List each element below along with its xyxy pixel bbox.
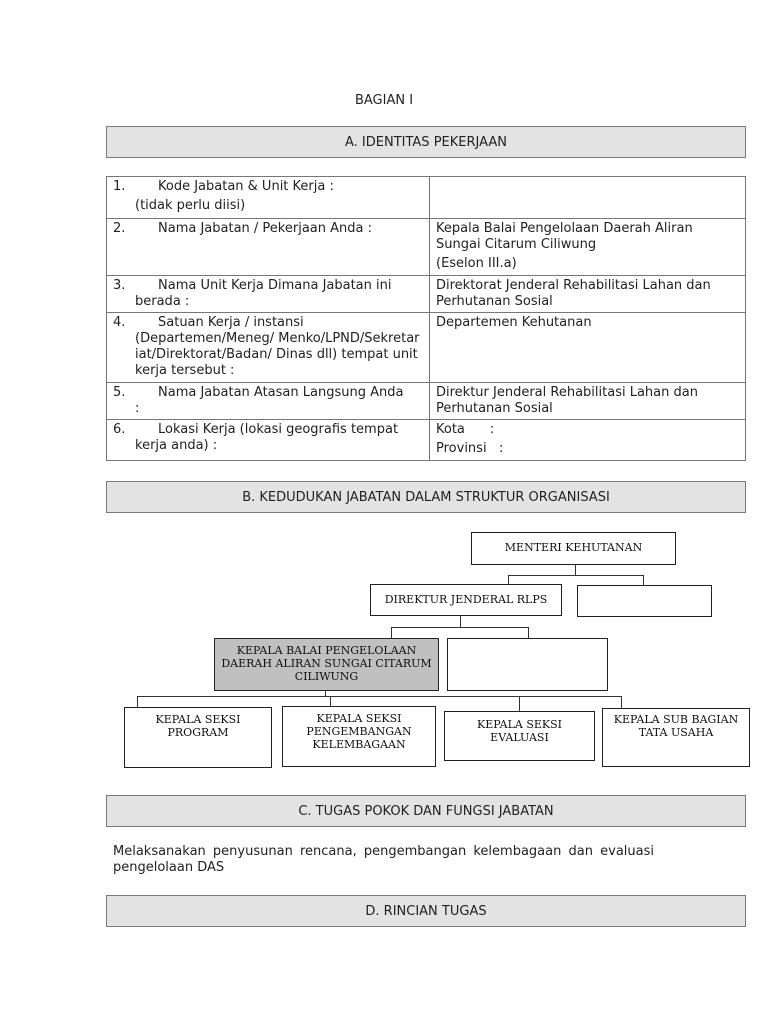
table-row: 1. Kode Jabatan & Unit Kerja : (tidak per… <box>106 176 746 219</box>
question-note: kerja anda) : <box>135 438 218 453</box>
org-box-seksi-evaluasi: KEPALA SEKSI EVALUASI <box>444 711 595 761</box>
answer-cell: Direktur Jenderal Rehabilitasi Lahan dan… <box>429 382 746 420</box>
table-row: 5. Nama Jabatan Atasan Langsung Anda : Di… <box>106 382 746 420</box>
org-box-seksi-pengembangan: KEPALA SEKSI PENGEMBANGAN KELEMBAGAAN <box>282 706 436 767</box>
section-header-tugas-pokok: C. TUGAS POKOK DAN FUNGSI JABATAN <box>106 795 746 827</box>
connector-line <box>460 616 461 627</box>
connector-line <box>137 696 138 707</box>
answer-text: Direktur Jenderal Rehabilitasi Lahan dan… <box>436 385 698 416</box>
question-label: Satuan Kerja / instansi <box>158 315 304 330</box>
answer-cell: Kepala Balai Pengelolaan Daerah Aliran S… <box>429 218 746 276</box>
answer-cell <box>429 176 746 219</box>
tugas-pokok-text: Melaksanakan penyusunan rencana, pengemb… <box>113 844 654 875</box>
question-note: (tidak perlu diisi) <box>135 198 246 213</box>
org-box-empty <box>447 638 608 691</box>
answer-text: (Eselon III.a) <box>436 256 517 271</box>
row-number: 2. <box>113 221 126 236</box>
question-cell: 5. Nama Jabatan Atasan Langsung Anda : <box>106 382 430 420</box>
section-header-kedudukan: B. KEDUDUKAN JABATAN DALAM STRUKTUR ORGA… <box>106 481 746 513</box>
answer-text: Provinsi : <box>436 441 504 456</box>
question-cell: 2. Nama Jabatan / Pekerjaan Anda : <box>106 218 430 276</box>
section-header-rincian-tugas: D. RINCIAN TUGAS <box>106 895 746 927</box>
org-box-kepala-balai: KEPALA BALAI PENGELOLAAN DAERAH ALIRAN S… <box>214 638 439 691</box>
table-row: 6.Lokasi Kerja (lokasi geografis tempat … <box>106 419 746 461</box>
question-label: Nama Jabatan / Pekerjaan Anda : <box>158 221 372 236</box>
question-label: Lokasi Kerja (lokasi geografis tempat <box>158 422 399 437</box>
question-cell: 4. Satuan Kerja / instansi (Departemen/Me… <box>106 312 430 383</box>
row-number: 4. <box>113 315 126 330</box>
connector-line <box>508 575 509 584</box>
connector-line <box>528 627 529 638</box>
identity-table: 1. Kode Jabatan & Unit Kerja : (tidak per… <box>106 176 746 461</box>
connector-line <box>330 696 331 706</box>
answer-text: Direktorat Jenderal Rehabilitasi Lahan d… <box>436 278 711 309</box>
section-header-identitas: A. IDENTITAS PEKERJAAN <box>106 126 746 158</box>
answer-text: Departemen Kehutanan <box>436 315 592 330</box>
org-box-dirjen: DIREKTUR JENDERAL RLPS <box>370 584 562 616</box>
connector-line <box>508 575 644 576</box>
row-number: 1. <box>113 179 126 194</box>
org-box-empty <box>577 585 712 617</box>
connector-line <box>391 627 392 638</box>
connector-line <box>137 696 622 697</box>
table-row: 4. Satuan Kerja / instansi (Departemen/Me… <box>106 312 746 383</box>
connector-line <box>575 565 576 575</box>
answer-cell: Kota : Provinsi : <box>429 419 746 461</box>
connector-line <box>643 575 644 585</box>
answer-cell: Departemen Kehutanan <box>429 312 746 383</box>
question-note: (Departemen/Meneg/ Menko/LPND/Sekretaria… <box>135 331 420 378</box>
question-note: : <box>135 401 140 416</box>
connector-line <box>391 627 529 628</box>
page-heading: BAGIAN I <box>354 93 414 108</box>
table-row: 3. Nama Unit Kerja Dimana Jabatan ini ber… <box>106 275 746 313</box>
question-label: Nama Jabatan Atasan Langsung Anda <box>158 385 404 400</box>
question-cell: 3. Nama Unit Kerja Dimana Jabatan ini ber… <box>106 275 430 313</box>
question-label: Kode Jabatan & Unit Kerja : <box>158 179 334 194</box>
answer-text: Kepala Balai Pengelolaan Daerah Aliran S… <box>436 221 693 252</box>
question-label: Nama Unit Kerja Dimana Jabatan ini <box>158 278 392 293</box>
question-cell: 6.Lokasi Kerja (lokasi geografis tempat … <box>106 419 430 461</box>
org-box-seksi-program: KEPALA SEKSI PROGRAM <box>124 707 272 768</box>
connector-line <box>519 696 520 711</box>
connector-line <box>621 696 622 708</box>
answer-cell: Direktorat Jenderal Rehabilitasi Lahan d… <box>429 275 746 313</box>
table-row: 2. Nama Jabatan / Pekerjaan Anda : Kepala… <box>106 218 746 276</box>
question-note: berada : <box>135 294 190 309</box>
row-number: 5. <box>113 385 126 400</box>
answer-text: Kota : <box>436 422 495 437</box>
row-number: 6. <box>113 422 126 437</box>
question-cell: 1. Kode Jabatan & Unit Kerja : (tidak per… <box>106 176 430 219</box>
org-box-menteri: MENTERI KEHUTANAN <box>471 532 676 565</box>
row-number: 3. <box>113 278 126 293</box>
org-box-sub-bagian: KEPALA SUB BAGIAN TATA USAHA <box>602 708 750 767</box>
connector-line <box>325 691 326 696</box>
